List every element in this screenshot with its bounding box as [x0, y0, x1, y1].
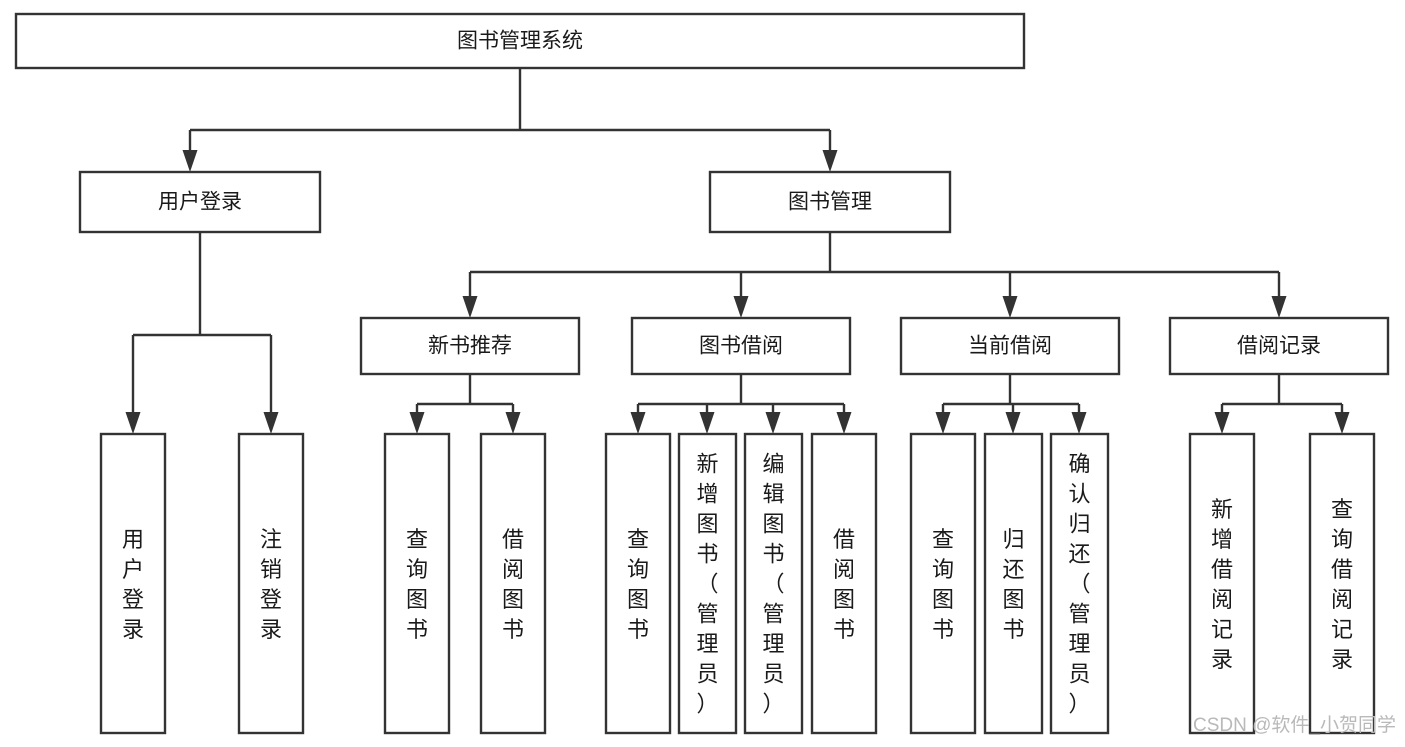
connector-borrow-record-to-leaves	[1214, 374, 1350, 434]
node-leaf-query-book-recommend[interactable]: 查询图书	[383, 432, 451, 735]
node-box-leaf-user-login[interactable]	[99, 432, 167, 735]
arrow-head-icon	[699, 412, 715, 434]
arrow-head-icon	[1214, 412, 1230, 434]
node-layer: 图书管理系统用户登录图书管理新书推荐图书借阅当前借阅借阅记录用户登录注销登录查询…	[14, 12, 1390, 735]
node-leaf-query-book-borrow[interactable]: 查询图书	[604, 432, 672, 735]
arrow-head-icon	[822, 150, 838, 172]
node-label-book-manage: 图书管理	[788, 191, 872, 214]
node-box-leaf-query-book-current[interactable]	[909, 432, 977, 735]
node-leaf-user-login[interactable]: 用户登录	[99, 432, 167, 735]
node-root[interactable]: 图书管理系统	[14, 12, 1026, 70]
node-box-leaf-return-book[interactable]	[983, 432, 1044, 735]
connector-current-borrow-to-leaves	[935, 374, 1087, 434]
node-label-leaf-add-book-admin: 新增图书（管理员）	[696, 451, 718, 716]
node-box-book-manage[interactable]	[708, 170, 952, 234]
node-label-leaf-add-borrow-record: 新增借阅记录	[1211, 497, 1233, 672]
node-label-book-borrow: 图书借阅	[699, 335, 783, 358]
arrow-head-icon	[733, 296, 749, 318]
node-box-leaf-query-book-borrow[interactable]	[604, 432, 672, 735]
arrow-head-icon	[1071, 412, 1087, 434]
connector-user-login-to-leaves	[125, 232, 279, 434]
arrow-head-icon	[462, 296, 478, 318]
node-box-leaf-add-borrow-record[interactable]	[1188, 432, 1256, 735]
node-label-leaf-query-book-current: 查询图书	[932, 527, 954, 642]
node-box-leaf-edit-book-admin[interactable]	[743, 432, 804, 735]
node-new-book-recommend[interactable]: 新书推荐	[359, 316, 581, 376]
node-box-leaf-confirm-return-admin[interactable]	[1049, 432, 1110, 735]
node-leaf-return-book[interactable]: 归还图书	[983, 432, 1044, 735]
csdn-watermark: CSDN @软件_小贺同学	[1193, 714, 1396, 736]
node-box-leaf-query-book-recommend[interactable]	[383, 432, 451, 735]
node-book-borrow[interactable]: 图书借阅	[630, 316, 852, 376]
node-box-leaf-borrow-book[interactable]	[810, 432, 878, 735]
node-leaf-edit-book-admin[interactable]: 编辑图书（管理员）	[743, 432, 804, 735]
node-box-book-borrow[interactable]	[630, 316, 852, 376]
node-leaf-borrow-book-recommend[interactable]: 借阅图书	[479, 432, 547, 735]
node-box-leaf-query-borrow-record[interactable]	[1308, 432, 1376, 735]
node-box-current-borrow[interactable]	[899, 316, 1121, 376]
node-label-borrow-record: 借阅记录	[1237, 335, 1321, 358]
arrow-head-icon	[409, 412, 425, 434]
node-label-leaf-query-book-recommend: 查询图书	[406, 527, 428, 642]
arrow-head-icon	[1002, 296, 1018, 318]
connector-book-borrow-to-leaves	[630, 374, 852, 434]
node-box-leaf-add-book-admin[interactable]	[677, 432, 738, 735]
arrow-head-icon	[630, 412, 646, 434]
node-box-leaf-borrow-book-recommend[interactable]	[479, 432, 547, 735]
arrow-head-icon	[182, 150, 198, 172]
node-leaf-logout-login[interactable]: 注销登录	[237, 432, 305, 735]
arrow-head-icon	[765, 412, 781, 434]
arrow-head-icon	[1005, 412, 1021, 434]
arrow-head-icon	[505, 412, 521, 434]
connector-book-manage-to-level3	[462, 232, 1287, 318]
node-label-leaf-confirm-return-admin: 确认归还（管理员）	[1068, 451, 1090, 716]
node-label-leaf-query-borrow-record: 查询借阅记录	[1331, 497, 1353, 672]
node-box-leaf-logout-login[interactable]	[237, 432, 305, 735]
node-leaf-add-book-admin[interactable]: 新增图书（管理员）	[677, 432, 738, 735]
node-box-root[interactable]	[14, 12, 1026, 70]
node-user-login[interactable]: 用户登录	[78, 170, 322, 234]
node-label-leaf-query-book-borrow: 查询图书	[627, 527, 649, 642]
node-label-new-book-recommend: 新书推荐	[428, 335, 512, 358]
node-label-leaf-borrow-book-recommend: 借阅图书	[502, 527, 524, 642]
arrow-head-icon	[1334, 412, 1350, 434]
node-label-current-borrow: 当前借阅	[968, 335, 1052, 358]
node-label-leaf-user-login: 用户登录	[122, 527, 144, 642]
node-label-leaf-return-book: 归还图书	[1002, 527, 1024, 642]
node-leaf-add-borrow-record[interactable]: 新增借阅记录	[1188, 432, 1256, 735]
arrow-head-icon	[935, 412, 951, 434]
node-borrow-record[interactable]: 借阅记录	[1168, 316, 1390, 376]
node-label-user-login: 用户登录	[158, 191, 242, 214]
node-label-leaf-logout-login: 注销登录	[260, 527, 282, 642]
arrow-head-icon	[125, 412, 141, 434]
node-leaf-query-book-current[interactable]: 查询图书	[909, 432, 977, 735]
node-leaf-borrow-book[interactable]: 借阅图书	[810, 432, 878, 735]
node-label-leaf-borrow-book: 借阅图书	[833, 527, 855, 642]
connector-layer	[125, 68, 1350, 434]
watermark-layer: CSDN @软件_小贺同学	[1193, 714, 1396, 736]
connector-root-to-level2	[182, 68, 838, 172]
node-box-borrow-record[interactable]	[1168, 316, 1390, 376]
arrow-head-icon	[836, 412, 852, 434]
node-label-leaf-edit-book-admin: 编辑图书（管理员）	[762, 451, 784, 716]
node-leaf-query-borrow-record[interactable]: 查询借阅记录	[1308, 432, 1376, 735]
node-box-new-book-recommend[interactable]	[359, 316, 581, 376]
node-label-root: 图书管理系统	[457, 30, 583, 53]
node-book-manage[interactable]: 图书管理	[708, 170, 952, 234]
node-box-user-login[interactable]	[78, 170, 322, 234]
arrow-head-icon	[1271, 296, 1287, 318]
node-leaf-confirm-return-admin[interactable]: 确认归还（管理员）	[1049, 432, 1110, 735]
node-current-borrow[interactable]: 当前借阅	[899, 316, 1121, 376]
connector-new-book-recommend-to-leaves	[409, 374, 521, 434]
arrow-head-icon	[263, 412, 279, 434]
